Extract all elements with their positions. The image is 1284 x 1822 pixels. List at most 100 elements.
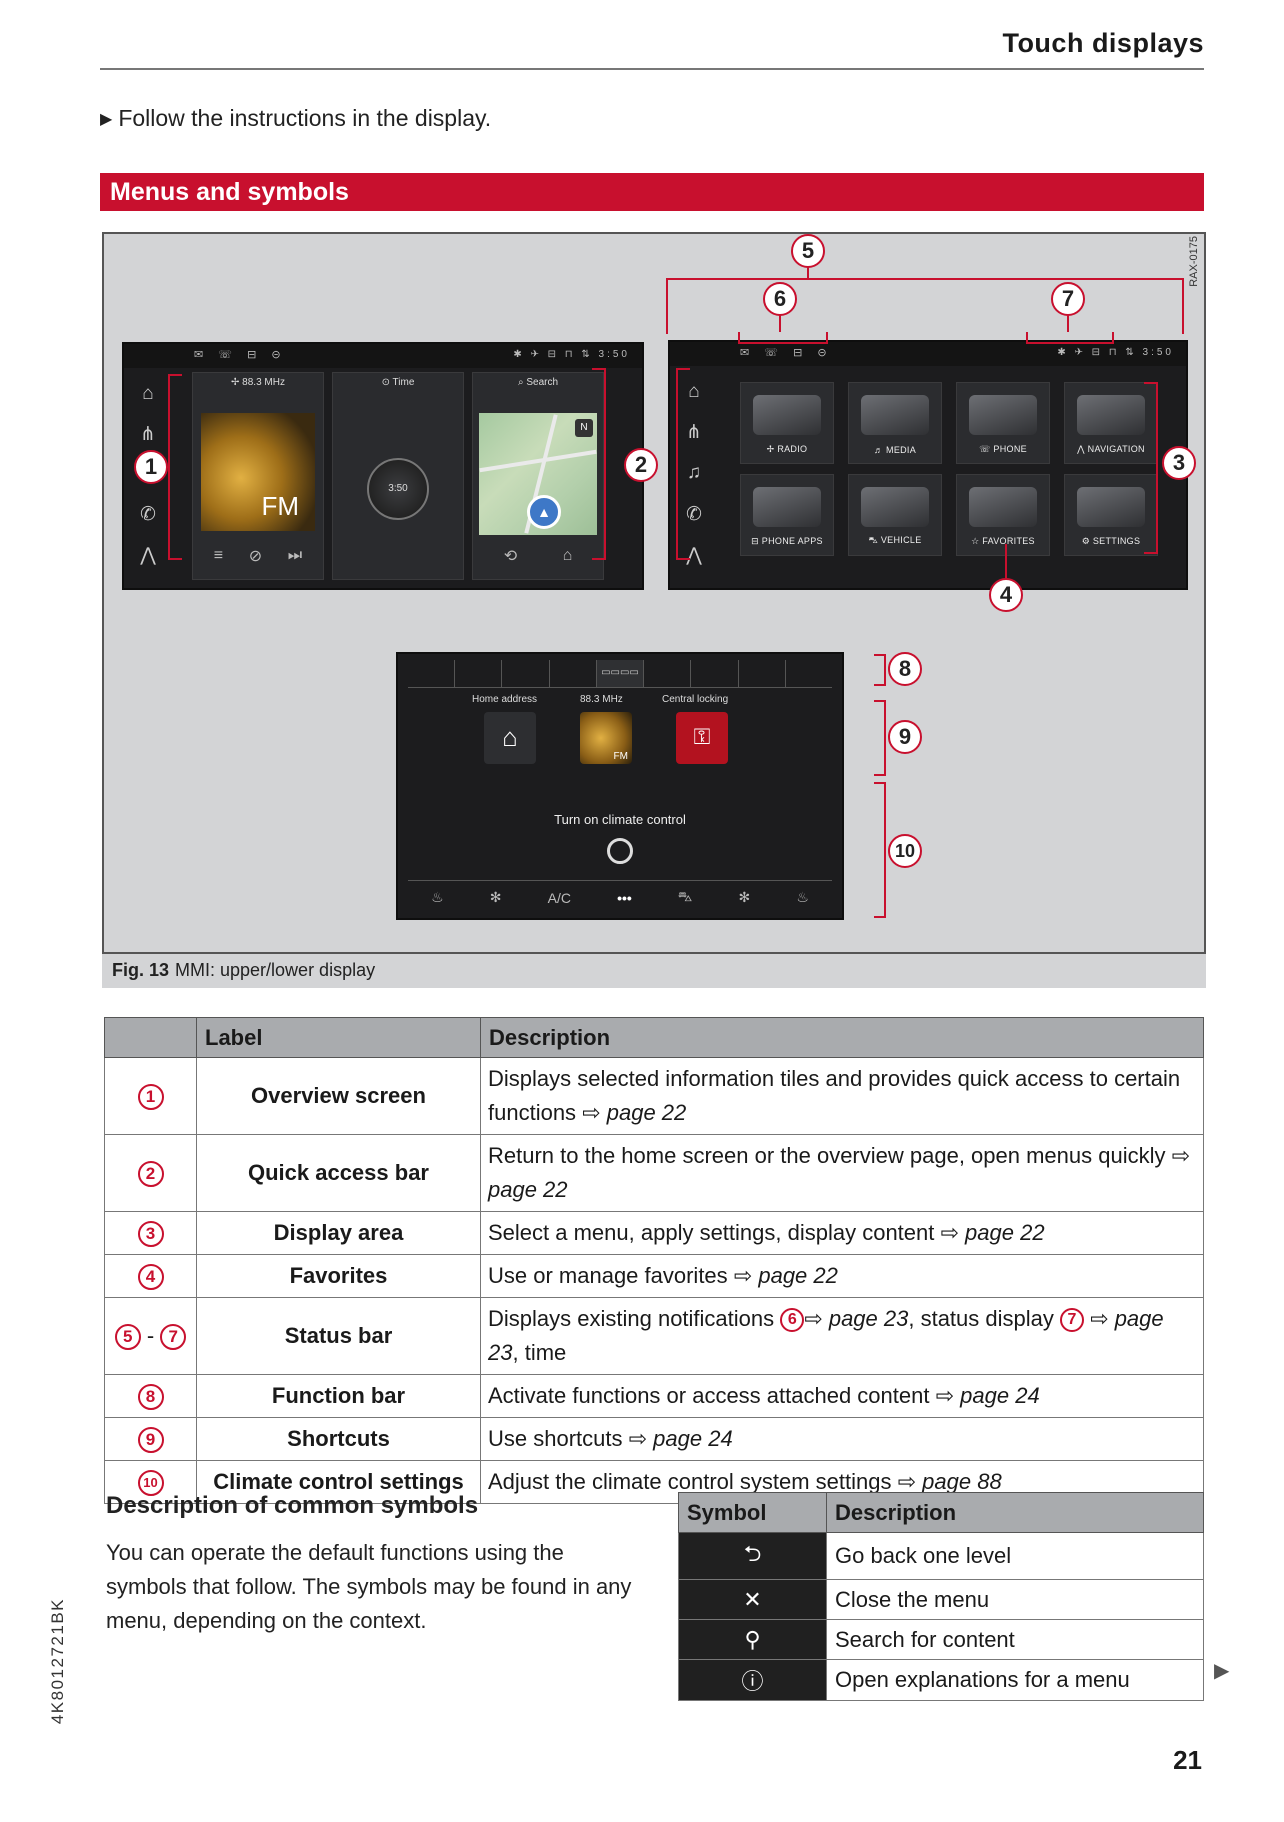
page-link[interactable]: page 23	[828, 1306, 909, 1331]
seat-heating-icon: ♨	[796, 889, 809, 905]
row-description: Activate functions or access attached co…	[480, 1374, 1204, 1418]
row-description: Displays selected information tiles and …	[480, 1057, 1204, 1135]
page-link[interactable]: page 23	[488, 1306, 1164, 1365]
bracket-quickbar-right	[676, 368, 690, 560]
info-icon: ⓘ	[678, 1659, 827, 1701]
quick-access-bar: ⌂ ⋔ ✆ ⋀	[130, 374, 166, 576]
symbol-description: Search for content	[826, 1619, 1204, 1660]
desc-text: , status display	[908, 1306, 1054, 1331]
upper-left-screen: ✉ ☏ ⊟ ⊝ ✱ ✈ ⊟ ⊓ ⇅ 3:50 ⌂ ⋔ ✆ ⋀ ✢ 88.3 MH…	[122, 342, 644, 590]
back-icon: ⮌	[678, 1532, 827, 1580]
list-icon: ≡	[213, 547, 224, 564]
tile-search: ⌕ Search ▲ N ⟲ ⌂	[472, 372, 604, 580]
desc-text: Activate functions or access attached co…	[488, 1383, 955, 1408]
label-table: Label Description 1 Overview screen Disp…	[104, 1017, 1204, 1504]
app-graphic	[861, 395, 929, 435]
instruction-text: Follow the instructions in the display.	[118, 105, 492, 131]
tile-title: ✢ 88.3 MHz	[231, 377, 285, 388]
desc-text: Select a menu, apply settings, display c…	[488, 1220, 959, 1245]
symbols-paragraph: You can operate the default functions us…	[106, 1540, 632, 1633]
row-label: Favorites	[196, 1254, 481, 1298]
app-label: ⚙ SETTINGS	[1081, 536, 1141, 546]
leader-line	[779, 314, 781, 332]
app-graphic	[969, 395, 1037, 435]
bracket-quickbar-left	[592, 368, 606, 560]
page-link[interactable]: page 22	[488, 1177, 568, 1202]
lower-screen: ▭▭▭▭ Home address 88.3 MHz Central locki…	[396, 652, 844, 920]
climate-knob	[607, 838, 633, 864]
page-link[interactable]: page 24	[960, 1383, 1040, 1408]
function-bar: ▭▭▭▭	[408, 660, 832, 688]
fm-image	[201, 413, 315, 531]
app-radio: ✢ RADIO	[740, 382, 834, 464]
row-label: Function bar	[196, 1374, 481, 1418]
location-arrow-icon: ▲	[527, 495, 561, 529]
function-label: ▭▭▭▭	[596, 660, 645, 687]
desc-text: Displays selected information tiles and …	[488, 1066, 1181, 1125]
app-label: ✢ RADIO	[766, 444, 808, 454]
callout-number: 8	[137, 1384, 164, 1411]
col-description: Description	[826, 1492, 1204, 1533]
bracket-climate	[874, 782, 886, 918]
app-label: ⋀ NAVIGATION	[1077, 444, 1145, 454]
bracket-function-bar	[874, 654, 886, 686]
status-bar: ✉ ☏ ⊟ ⊝ ✱ ✈ ⊟ ⊓ ⇅ 3:50	[670, 342, 1186, 366]
bracket-overview	[168, 374, 182, 560]
callout-6: 6	[763, 282, 797, 316]
shortcut-label: Home address	[472, 694, 538, 705]
arrow: ⇨	[804, 1306, 823, 1331]
upper-right-screen: ✉ ☏ ⊟ ⊝ ✱ ✈ ⊟ ⊓ ⇅ 3:50 ⌂ ⋔ ♫ ✆ ⋀ ✢ RADIO…	[668, 340, 1188, 590]
tile-title: ⊙ Time	[381, 377, 415, 388]
app-graphic	[1077, 487, 1145, 527]
table-row: ⓘ Open explanations for a menu	[678, 1659, 1204, 1701]
climate-text: Turn on climate control	[554, 812, 686, 827]
status-bar: ✉ ☏ ⊟ ⊝ ✱ ✈ ⊟ ⊓ ⇅ 3:50	[124, 344, 642, 368]
home-address-icon: ⌂	[484, 712, 536, 764]
app-graphic	[753, 487, 821, 527]
app-graphic	[1077, 395, 1145, 435]
bracket-status-right	[1026, 332, 1114, 344]
fm-label: FM	[261, 491, 299, 521]
central-locking-icon: ⚿	[676, 712, 728, 764]
ac-label: A/C	[547, 889, 571, 906]
map-view: ▲ N	[479, 413, 597, 535]
caption-label: Fig. 13	[112, 960, 170, 980]
map-road	[479, 449, 597, 473]
page-link[interactable]: page 22	[606, 1100, 687, 1125]
symbol-description: Close the menu	[826, 1579, 1204, 1620]
section-title: Menus and symbols	[100, 173, 1204, 211]
bracket-status-left	[738, 332, 828, 344]
callout-number: 2	[137, 1161, 164, 1188]
close-icon: ✕	[678, 1579, 827, 1620]
north-icon: N	[575, 419, 593, 437]
app-label: ⛍ VEHICLE	[868, 535, 922, 545]
notification-icons: ✉ ☏ ⊟ ⊝	[740, 347, 833, 359]
page-link[interactable]: page 24	[653, 1426, 733, 1451]
bullet-icon: ▶	[100, 111, 113, 128]
callout-5: 5	[791, 234, 825, 268]
desc-text: Adjust the climate control system settin…	[488, 1469, 917, 1494]
page-link[interactable]: page 88	[922, 1469, 1002, 1494]
callout-9: 9	[888, 720, 922, 754]
figure-mmi-displays: RAX-0175 ✉ ☏ ⊟ ⊝ ✱ ✈ ⊟ ⊓ ⇅ 3:50 ⌂ ⋔ ✆ ⋀ …	[102, 232, 1206, 954]
callout-number: 1	[137, 1084, 164, 1111]
callout-number: 6	[780, 1308, 805, 1332]
table-row: 1 Overview screen Displays selected info…	[104, 1057, 1204, 1135]
radio-icon: ⋔	[686, 422, 702, 444]
status-icons: ✱ ✈ ⊟ ⊓ ⇅ 3:50	[513, 349, 630, 360]
more-label: •••	[617, 889, 632, 906]
callout-4: 4	[989, 578, 1023, 612]
search-icon: ⚲	[678, 1619, 827, 1660]
seat-heating-icon: ♨	[431, 889, 444, 905]
fm-shortcut-icon: FM	[580, 712, 632, 764]
callout-number: 10	[137, 1470, 164, 1497]
row-description: Displays existing notifications 6⇨ page …	[480, 1297, 1204, 1375]
fm-label: FM	[613, 751, 628, 762]
row-label: Quick access bar	[196, 1134, 481, 1212]
table-row: ✕ Close the menu	[678, 1579, 1204, 1620]
symbol-description: Open explanations for a menu	[826, 1659, 1204, 1701]
callout-3: 3	[1162, 446, 1196, 480]
page-link[interactable]: page 22	[965, 1220, 1045, 1245]
page-link[interactable]: page 22	[758, 1263, 838, 1288]
app-phone: ☏ PHONE	[956, 382, 1050, 464]
